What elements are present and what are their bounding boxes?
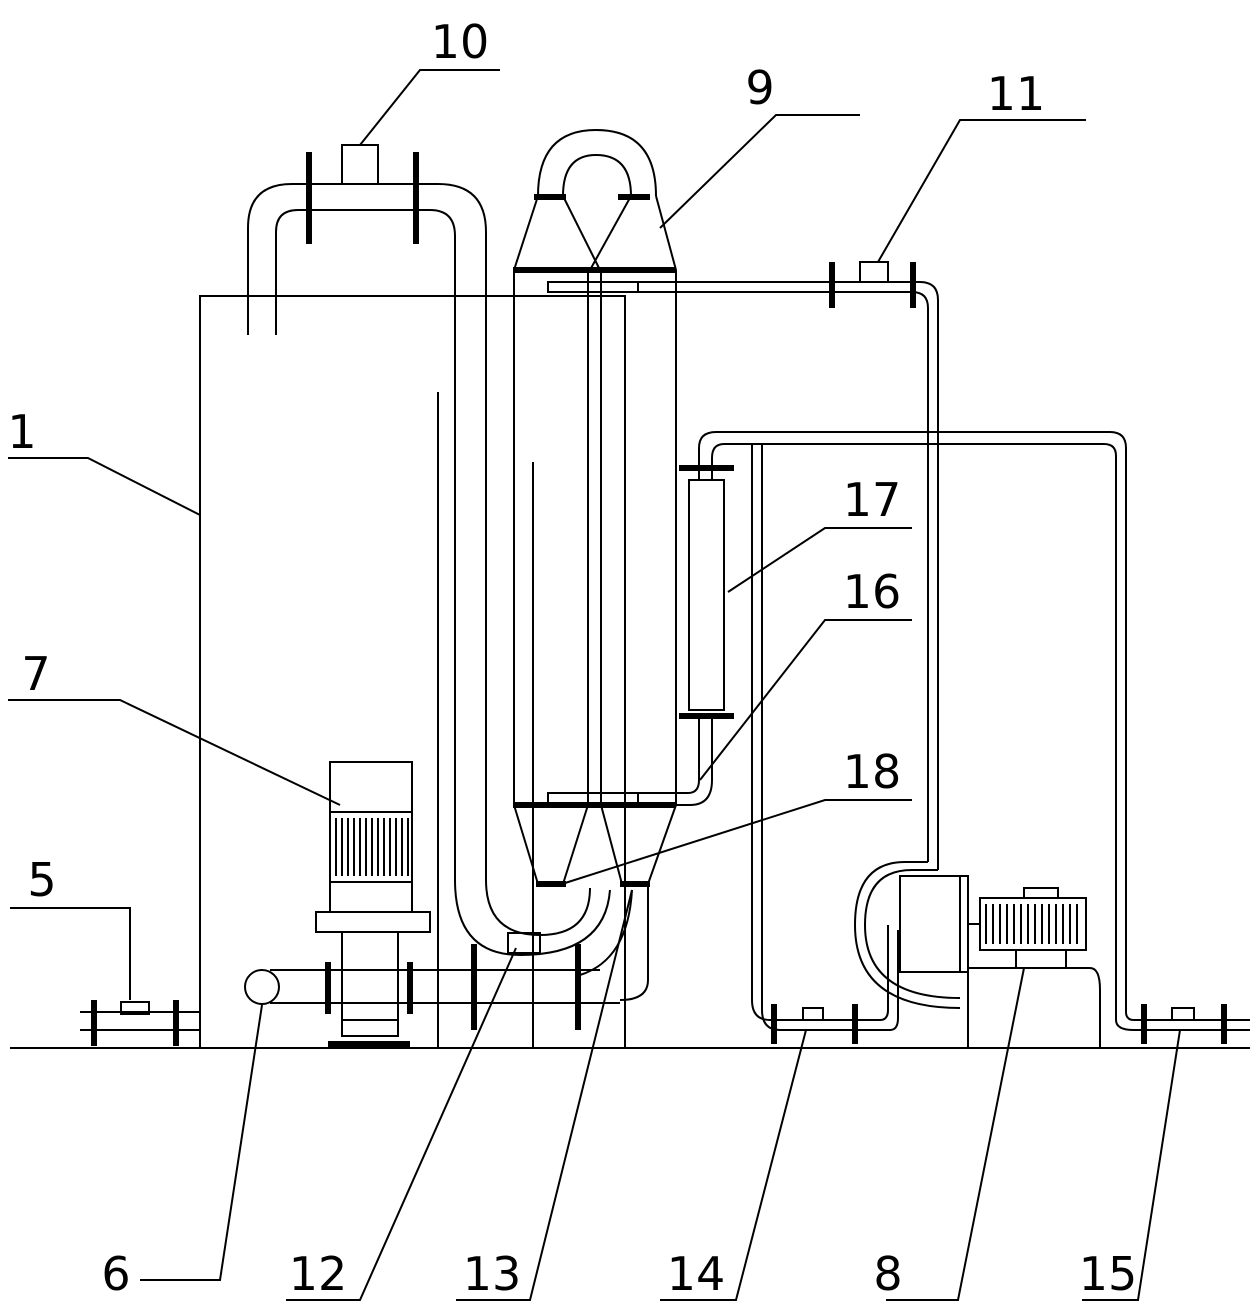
label-11: 11 xyxy=(987,67,1046,121)
fitting-15 xyxy=(1115,1004,1250,1044)
fitting-14 xyxy=(751,925,899,1044)
label-5: 5 xyxy=(27,853,56,907)
blower-8 xyxy=(853,861,1101,1048)
pipe-11 xyxy=(630,261,939,870)
label-10: 10 xyxy=(431,15,490,69)
leader-lines xyxy=(8,69,1181,1301)
label-6: 6 xyxy=(101,1247,130,1301)
bottom-pipe-6 xyxy=(244,932,620,1030)
label-12: 12 xyxy=(289,1247,348,1301)
label-7: 7 xyxy=(21,647,50,701)
label-16: 16 xyxy=(843,565,902,619)
label-14: 14 xyxy=(667,1247,726,1301)
label-15: 15 xyxy=(1079,1247,1138,1301)
label-8: 8 xyxy=(873,1247,902,1301)
tank-1 xyxy=(199,295,626,1048)
label-13: 13 xyxy=(463,1247,522,1301)
separator-column-9 xyxy=(513,128,677,1001)
fitting-5 xyxy=(80,1000,200,1046)
pump-7 xyxy=(315,761,431,1047)
column-17 xyxy=(638,431,1127,1020)
label-9: 9 xyxy=(745,61,774,115)
label-1: 1 xyxy=(7,405,36,459)
top-pipe-10 xyxy=(247,144,611,957)
label-17: 17 xyxy=(843,473,902,527)
label-18: 18 xyxy=(843,745,902,799)
